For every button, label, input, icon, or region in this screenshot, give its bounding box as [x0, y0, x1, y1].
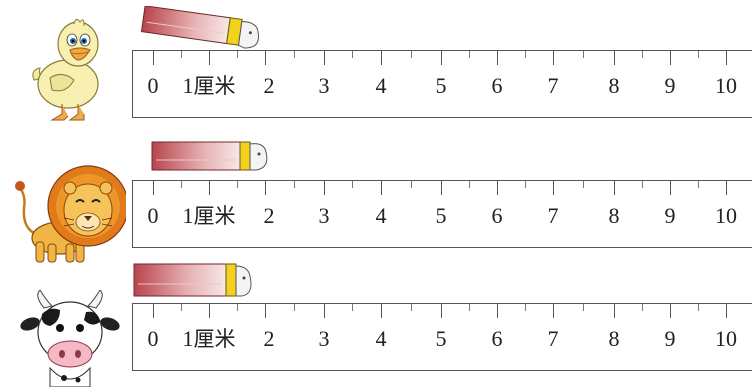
ruler-number-10: 10 — [715, 326, 737, 351]
ruler-number-4: 4 — [375, 326, 387, 351]
ruler-number-2: 2 — [263, 73, 275, 98]
ruler-number-9: 9 — [664, 326, 676, 351]
ruler-number-0: 0 — [147, 326, 159, 351]
eraser-icon — [140, 6, 260, 49]
lion-icon — [15, 165, 126, 263]
ruler-number-8: 8 — [608, 326, 620, 351]
ruler-number-0: 0 — [147, 73, 159, 98]
ruler-number-1: 1厘米 — [182, 326, 236, 351]
ruler-number-10: 10 — [715, 73, 737, 98]
ruler-number-4: 4 — [375, 203, 387, 228]
ruler-number-1: 1厘米 — [182, 73, 236, 98]
ruler-number-5: 5 — [435, 203, 447, 228]
ruler: 0 1厘米 2 3 4 5 6 7 8 9 10 — [132, 50, 752, 118]
ruler-number-6: 6 — [491, 73, 503, 98]
ruler-number-5: 5 — [435, 73, 447, 98]
unit-label: 厘米 — [193, 204, 236, 228]
ruler-number-3: 3 — [318, 73, 330, 98]
ruler-number-3: 3 — [318, 203, 330, 228]
ruler-number-7: 7 — [547, 73, 559, 98]
ruler-number-5: 5 — [435, 326, 447, 351]
ruler-number-7: 7 — [547, 326, 559, 351]
ruler-number-8: 8 — [608, 73, 620, 98]
ruler-number-6: 6 — [491, 326, 503, 351]
ruler: 0 1厘米 2 3 4 5 6 7 8 9 10 — [132, 303, 752, 371]
cow-icon — [20, 290, 120, 387]
ruler: 0 1厘米 2 3 4 5 6 7 8 9 10 — [132, 180, 752, 248]
eraser-icon — [151, 141, 268, 171]
ruler-number-2: 2 — [263, 326, 275, 351]
unit-label: 厘米 — [193, 74, 236, 98]
duck-icon — [32, 18, 99, 121]
eraser-icon — [133, 263, 252, 297]
ruler-number-3: 3 — [318, 326, 330, 351]
ruler-number-9: 9 — [664, 73, 676, 98]
ruler-number-1: 1厘米 — [182, 203, 236, 228]
ruler-number-10: 10 — [715, 203, 737, 228]
ruler-number-2: 2 — [263, 203, 275, 228]
ruler-number-0: 0 — [147, 203, 159, 228]
ruler-number-9: 9 — [664, 203, 676, 228]
unit-label: 厘米 — [193, 327, 236, 351]
ruler-number-8: 8 — [608, 203, 620, 228]
ruler-number-6: 6 — [491, 203, 503, 228]
ruler-number-4: 4 — [375, 73, 387, 98]
ruler-number-7: 7 — [547, 203, 559, 228]
